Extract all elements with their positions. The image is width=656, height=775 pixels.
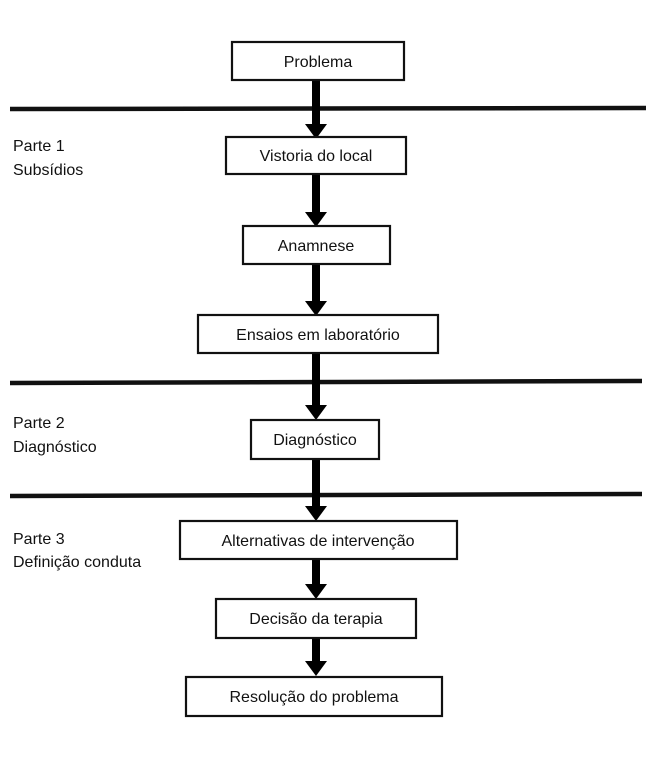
section-parte-2-title: Diagnóstico (13, 439, 97, 456)
arrows (305, 80, 327, 676)
node-alternativas: Alternativas de intervenção (178, 519, 459, 561)
node-diagnostico: Diagnóstico (249, 418, 381, 461)
node-problema-label: Problema (284, 54, 353, 71)
section-parte-3-number: Parte 3 (13, 531, 65, 548)
arrow-vistoria-anamnese (305, 174, 327, 227)
node-vistoria: Vistoria do local (224, 135, 408, 176)
arrow-diagnostico-alternativas (305, 459, 327, 521)
arrow-anamnese-ensaios (305, 264, 327, 316)
section-parte-1: Parte 1 Subsídios (13, 138, 83, 179)
node-resolucao: Resolução do problema (184, 675, 444, 718)
arrow-ensaios-diagnostico (305, 353, 327, 420)
node-ensaios: Ensaios em laboratório (196, 313, 440, 355)
node-diagnostico-label: Diagnóstico (273, 432, 357, 449)
node-ensaios-label: Ensaios em laboratório (236, 327, 400, 344)
arrow-alternativas-decisao (305, 559, 327, 599)
node-alternativas-label: Alternativas de intervenção (222, 533, 415, 550)
section-parte-3-title: Definição conduta (13, 554, 141, 571)
node-problema: Problema (230, 40, 406, 82)
node-resolucao-label: Resolução do problema (230, 689, 399, 706)
arrow-problema-vistoria (305, 80, 327, 139)
section-parte-1-title: Subsídios (13, 162, 83, 179)
section-parte-2: Parte 2 Diagnóstico (13, 415, 97, 456)
section-parte-2-number: Parte 2 (13, 415, 65, 432)
node-anamnese: Anamnese (241, 224, 392, 266)
arrow-decisao-resolucao (305, 638, 327, 676)
divider-middle (9, 378, 643, 386)
node-decisao-label: Decisão da terapia (249, 611, 383, 628)
divider-bottom (9, 491, 643, 499)
node-anamnese-label: Anamnese (278, 238, 355, 255)
node-vistoria-label: Vistoria do local (260, 148, 373, 165)
divider-top (9, 105, 647, 112)
section-parte-1-number: Parte 1 (13, 138, 65, 155)
node-decisao: Decisão da terapia (214, 597, 418, 640)
section-parte-3: Parte 3 Definição conduta (13, 531, 141, 571)
